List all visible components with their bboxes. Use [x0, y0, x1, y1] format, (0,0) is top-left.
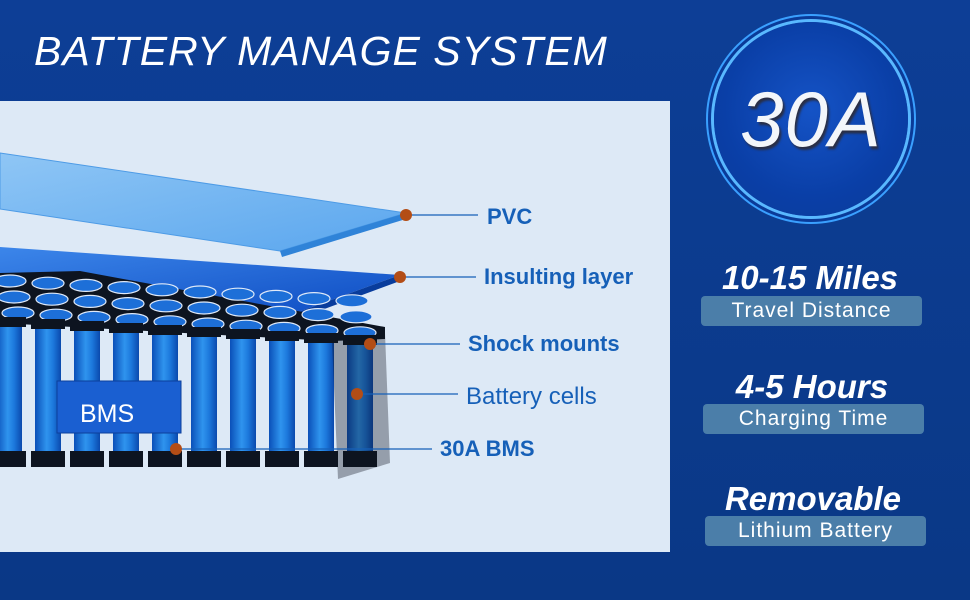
callout-pvc: PVC — [487, 204, 533, 229]
callout-insulating-layer: Insulting layer — [484, 264, 634, 289]
battery-illustration — [0, 152, 478, 479]
callout-30a-bms: 30A BMS — [440, 436, 535, 461]
feature-title-range: 10-15 Miles — [721, 259, 899, 296]
current-rating-text: 30A — [740, 75, 882, 163]
feature-title-removable: Removable — [724, 480, 902, 517]
callout-battery-cells: Battery cells — [466, 383, 597, 410]
callout-shock-mounts: Shock mounts — [468, 331, 620, 356]
current-rating-badge: 30A — [714, 22, 908, 216]
battery-diagram-panel: BMS PVC Insulting layer Shock mounts Bat… — [0, 101, 670, 552]
bms-board — [56, 380, 182, 434]
feature-subtitle-range: Travel Distance — [701, 296, 922, 326]
callout-dots — [170, 209, 412, 455]
callout-leaders — [176, 214, 478, 450]
page-title: BATTERY MANAGE SYSTEM — [34, 28, 608, 74]
feature-title-charging: 4-5 Hours — [735, 368, 889, 405]
feature-subtitle-charging: Charging Time — [703, 404, 924, 434]
feature-subtitle-removable: Lithium Battery — [705, 516, 926, 546]
bms-board-label: BMS — [80, 400, 135, 428]
